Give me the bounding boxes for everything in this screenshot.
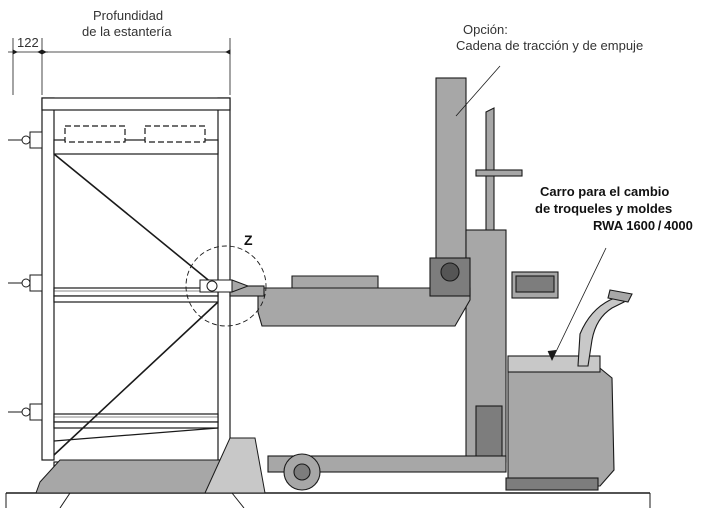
carriage-label-line3: RWA 1600 / 4000 [593, 218, 693, 233]
dimension-lines [8, 38, 231, 95]
coupling-detail [199, 279, 250, 293]
carriage-label-line2: de troqueles y moldes [535, 201, 673, 216]
floor [5, 437, 651, 509]
detail-z-circle [185, 245, 267, 327]
shelving-rack [41, 97, 231, 473]
option-label-line1: Opción: [463, 22, 508, 37]
die-change-carriage [229, 77, 633, 491]
detail-z-label: Z [244, 232, 253, 248]
carriage-label-line1: Carro para el cambio [540, 184, 670, 199]
option-label-line2: Cadena de tracción y de empuje [456, 38, 644, 53]
depth-label-line1: Profundidad [93, 8, 164, 23]
leader-lines [455, 65, 607, 362]
dimension-122-label: 122 [17, 35, 39, 50]
wall-anchors [8, 131, 43, 421]
depth-label-line2: de la estantería [82, 24, 172, 39]
